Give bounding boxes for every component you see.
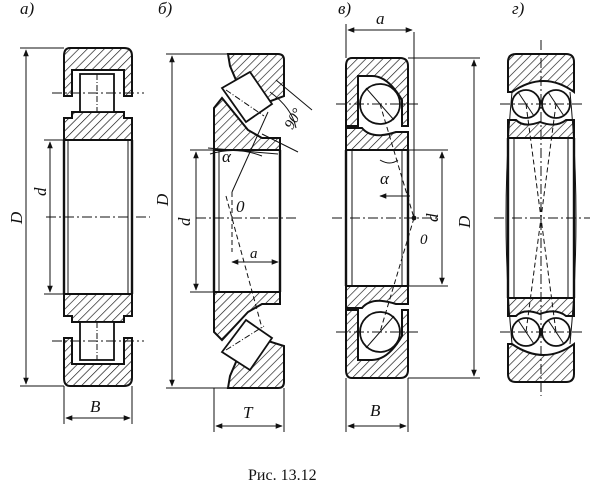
view-b-label-d: d — [175, 217, 194, 226]
view-d-tag: г) — [512, 0, 525, 18]
figure-caption: Рис. 13.12 — [248, 467, 317, 484]
view-c-label-a: a — [376, 9, 385, 28]
view-d-double-row-ball-bearing: г) — [494, 0, 590, 396]
view-b-inner-cone-bottom — [213, 291, 281, 342]
view-a-label-d: d — [31, 187, 50, 196]
view-b-tapered-roller-bearing: б) 90° α 0 — [153, 0, 313, 432]
view-d-outer-ring-bottom — [507, 342, 575, 383]
view-a-outer-ring-top — [63, 47, 133, 97]
view-c-label-D: D — [455, 215, 474, 229]
view-c-tag: в) — [338, 0, 351, 18]
view-c-label-B: B — [370, 401, 381, 420]
view-b-roller-top — [220, 70, 274, 124]
view-c-label-alpha: α — [380, 169, 390, 188]
view-c-inner-ring-top — [345, 127, 409, 151]
view-b-label-90: 90° — [282, 106, 306, 132]
view-b-label-D: D — [153, 193, 172, 207]
view-d-inner-ring-top — [507, 119, 575, 139]
view-c-outer-ring-top — [345, 57, 409, 127]
view-a-inner-ring-top — [63, 111, 133, 141]
view-c-label-d: d — [423, 213, 442, 222]
view-a-tag: а) — [20, 0, 35, 18]
view-c-outer-ring-bottom — [345, 309, 409, 379]
view-c-label-0: 0 — [420, 232, 428, 248]
view-b-label-a: a — [250, 246, 258, 262]
view-a-label-B: B — [90, 397, 101, 416]
view-a-outer-ring-bottom — [63, 337, 133, 387]
view-b-label-alpha: α — [222, 147, 232, 166]
view-c-angular-contact-ball-bearing: в) α 0 — [332, 0, 480, 432]
view-a-label-D: D — [7, 211, 26, 225]
view-b-label-0: 0 — [236, 197, 245, 216]
view-b-label-T: T — [243, 403, 254, 422]
view-a-inner-ring-bottom — [63, 293, 133, 323]
view-b-tag: б) — [158, 0, 173, 18]
view-c-inner-ring-bottom — [345, 285, 409, 309]
view-b-roller-bottom — [220, 318, 274, 372]
view-a-cylindrical-roller-bearing: а) D d — [7, 0, 150, 424]
